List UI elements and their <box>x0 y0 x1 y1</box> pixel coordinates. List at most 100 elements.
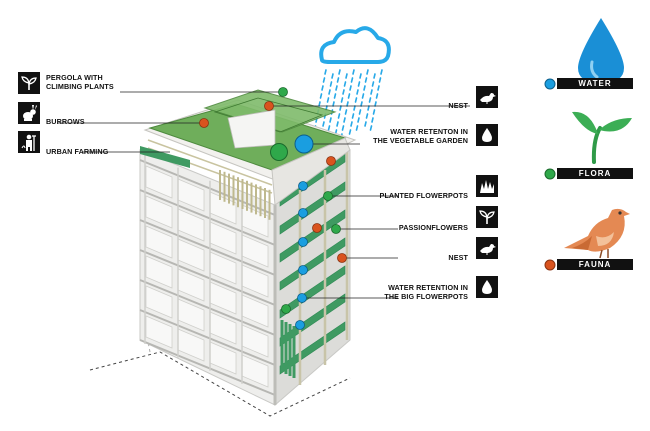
rain-drop <box>331 73 334 79</box>
fauna-marker <box>312 223 322 233</box>
fauna-marker <box>337 253 347 263</box>
water-marker <box>298 181 308 191</box>
window <box>145 285 173 319</box>
green-facade-strip <box>279 237 346 291</box>
rain-drop <box>357 117 360 123</box>
rain-drop <box>322 77 326 83</box>
rain-drop <box>336 121 339 127</box>
water-marker <box>298 208 308 218</box>
rain-drop <box>350 77 354 83</box>
floor-slab <box>139 249 276 306</box>
legend-fauna-icon <box>564 208 630 259</box>
rain-drop <box>355 125 359 131</box>
rain-drop <box>369 125 373 131</box>
rain-drop <box>378 77 382 83</box>
water-drop-icon <box>476 276 498 298</box>
ground-outline <box>89 351 351 417</box>
rain-drop <box>345 73 348 79</box>
rain-drop <box>327 125 331 131</box>
fauna-marker <box>326 156 336 166</box>
water-marker <box>298 265 308 275</box>
fauna-marker <box>264 101 274 111</box>
rain-drop <box>318 101 321 107</box>
rain-drop <box>336 77 340 83</box>
building <box>139 149 351 407</box>
rain-drop <box>321 85 324 91</box>
green-facade-strip <box>279 293 346 347</box>
floor-slab <box>139 309 276 366</box>
legend-flora-label: FLORA <box>557 168 633 179</box>
rain-drop <box>357 81 361 87</box>
label-burrows: BURROWS <box>46 117 85 126</box>
flora-marker <box>323 191 333 201</box>
rain-drop <box>353 105 356 111</box>
label-pergola: PERGOLA WITH CLIMBING PLANTS <box>46 73 114 91</box>
window <box>145 165 173 199</box>
rain-drop <box>348 129 352 135</box>
label-planted-flowerpots: PLANTED FLOWERPOTS <box>379 191 468 200</box>
rain-drop <box>337 113 341 119</box>
rain-drop <box>339 105 342 111</box>
rain-drop <box>380 69 383 75</box>
rain-cloud-icon <box>319 26 391 64</box>
rain-drop <box>326 97 330 103</box>
rain-drop <box>374 101 377 107</box>
rain-drop <box>364 77 368 83</box>
farmer-icon <box>18 131 40 153</box>
floor-slab <box>139 219 276 276</box>
water-marker <box>298 237 308 247</box>
legend-flora-marker <box>544 168 556 180</box>
rain-drop <box>333 93 337 99</box>
legend-water-marker <box>544 78 556 90</box>
rain-drop <box>342 89 345 95</box>
fauna-marker <box>199 118 209 128</box>
window <box>145 225 173 259</box>
left-icons <box>18 72 40 153</box>
flora-marker <box>331 224 341 234</box>
rain-drop <box>377 85 380 91</box>
rain-drop <box>346 101 349 107</box>
rain-drop <box>375 93 379 99</box>
rain-drop <box>361 93 365 99</box>
rain-drop <box>322 121 325 127</box>
floor-slab <box>139 339 276 396</box>
sprout-icon <box>476 206 498 228</box>
rain-drop <box>368 97 372 103</box>
flora-marker <box>281 304 291 314</box>
rain-drop <box>340 97 344 103</box>
window <box>145 195 173 229</box>
rain-drop <box>358 109 362 115</box>
bird-icon <box>476 237 498 259</box>
label-water-big-flowerpots: WATER RETENTION IN THE BIG FLOWERPOTS <box>384 283 468 301</box>
rain-drop <box>332 101 335 107</box>
bird-icon <box>476 86 498 108</box>
rain-drop <box>344 109 348 115</box>
legend-flora-icon <box>572 111 632 164</box>
rain-drop <box>328 89 331 95</box>
label-nest-top: NEST <box>448 101 468 110</box>
rain-drop <box>370 89 373 95</box>
rain-drop <box>372 109 376 115</box>
rain-drop <box>329 81 333 87</box>
rain-drop <box>335 85 338 91</box>
label-passionflowers: PASSIONFLOWERS <box>398 223 468 232</box>
label-urban-farming: URBAN FARMING <box>46 147 109 156</box>
markers <box>199 87 347 330</box>
legend-fauna-label: FAUNA <box>557 259 633 270</box>
window <box>145 315 173 349</box>
label-water-vegetable-garden: WATER RETENTON IN THE VEGETABLE GARDEN <box>373 127 468 145</box>
legend-water-label: WATER <box>557 78 633 89</box>
water-drop-icon <box>476 124 498 146</box>
label-nest-bottom: NEST <box>448 253 468 262</box>
rain-drop <box>366 69 369 75</box>
flora-marker <box>278 87 288 97</box>
rain-drop <box>324 69 327 75</box>
green-facade-strip <box>279 209 346 263</box>
flora-marker <box>270 143 288 161</box>
right-icons <box>476 86 498 298</box>
rain-drop <box>364 121 367 127</box>
rabbit-icon <box>18 102 40 124</box>
window <box>145 255 173 289</box>
rain-drop <box>347 93 351 99</box>
